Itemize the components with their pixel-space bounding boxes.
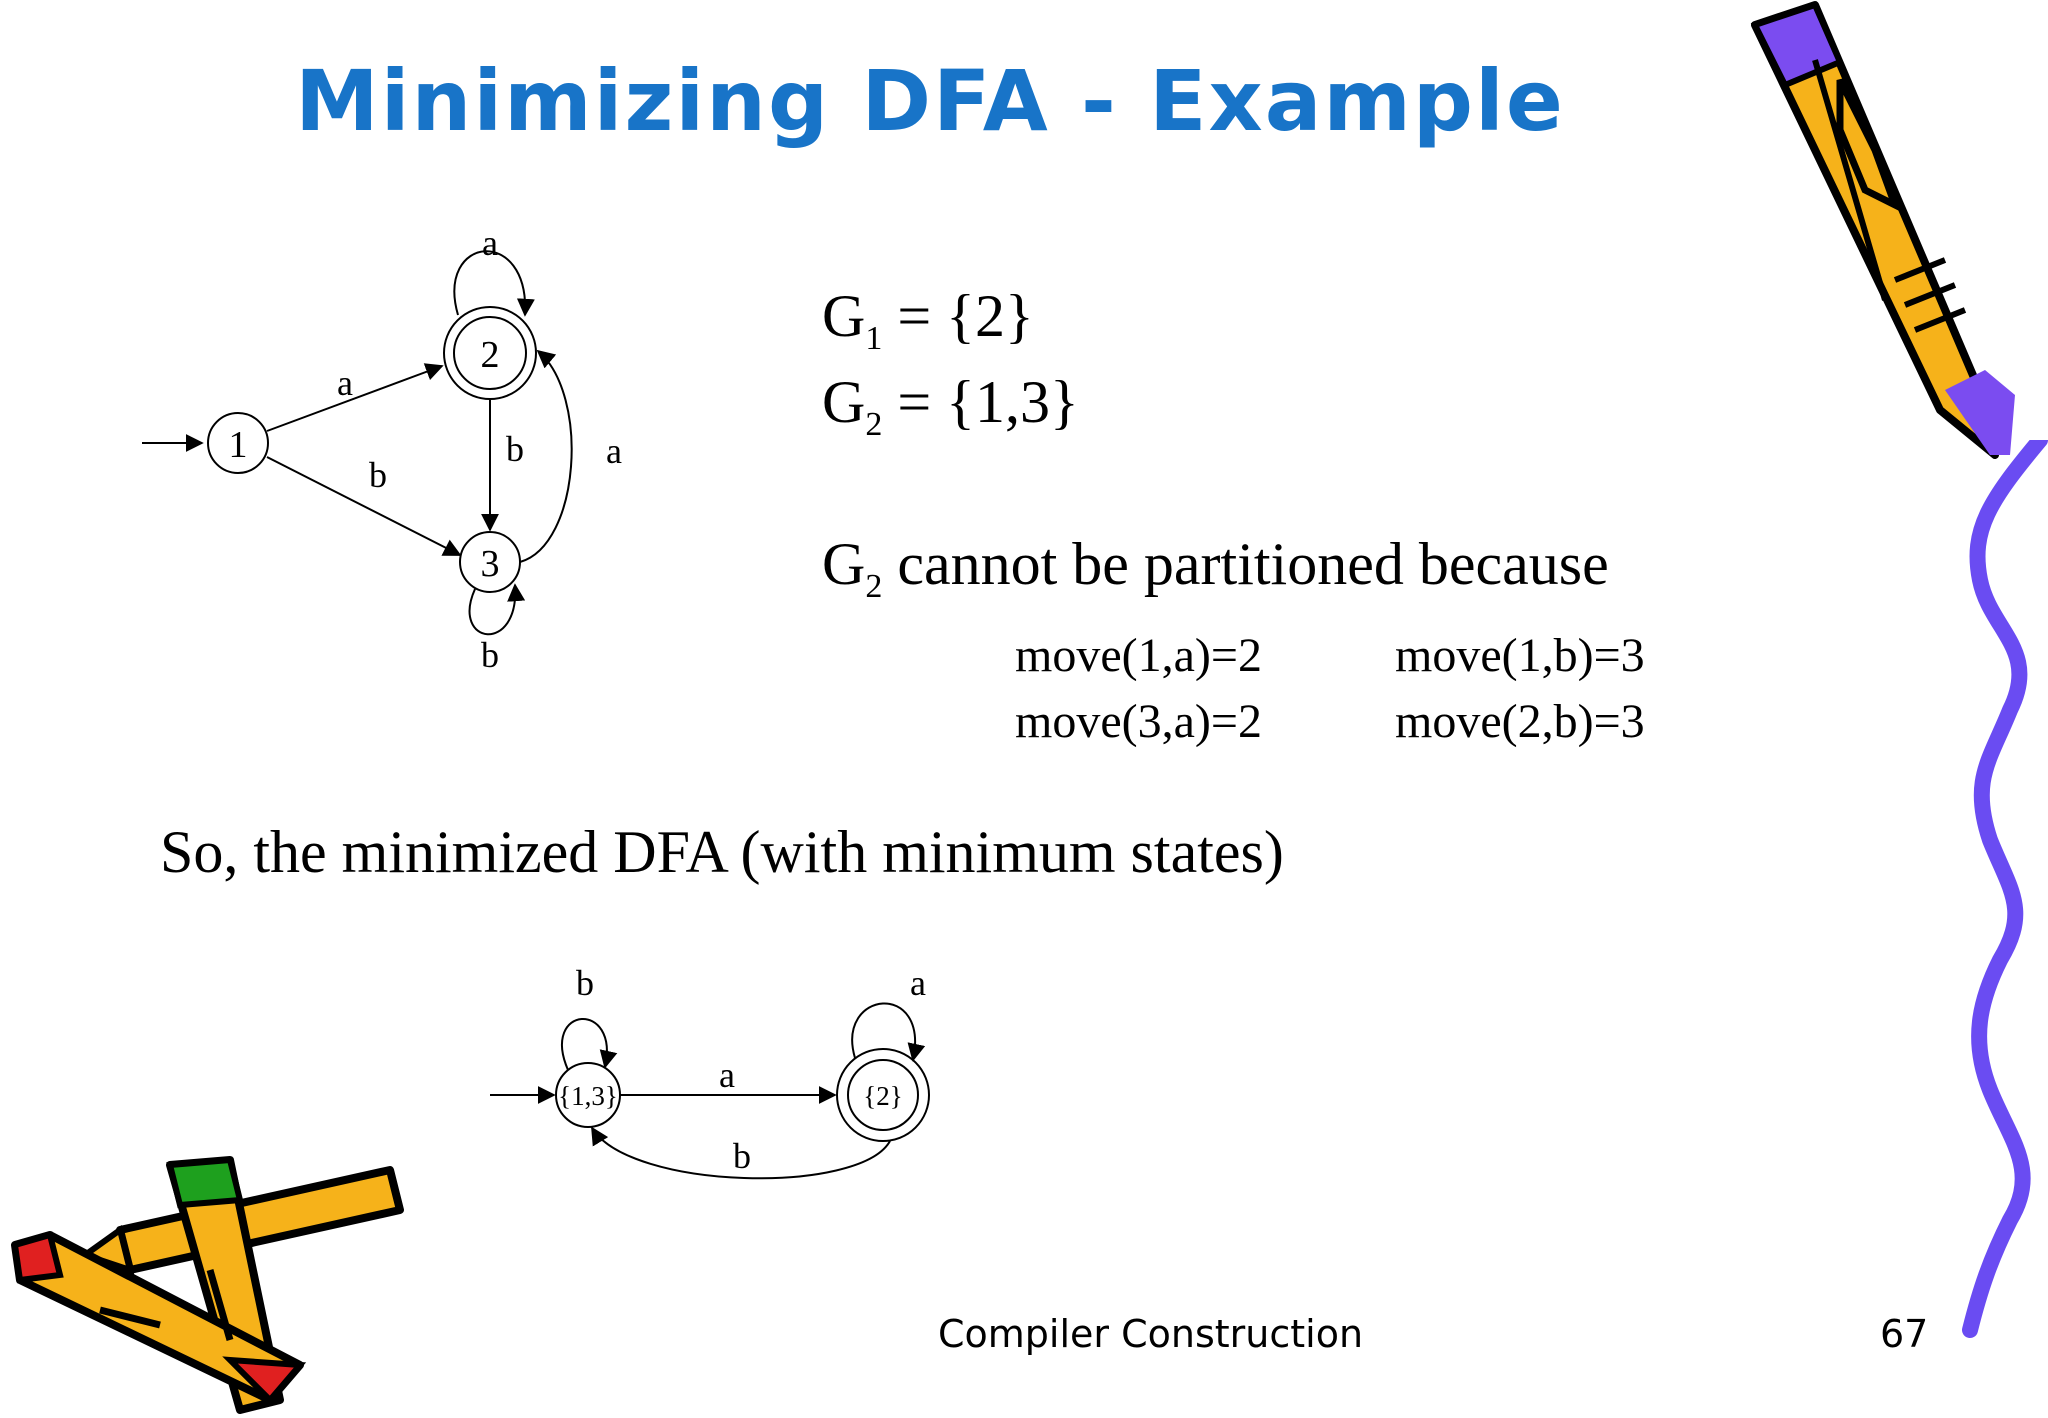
edge-1-3-label: b	[369, 455, 387, 495]
min-edge-13-loop	[561, 1018, 618, 1071]
min-edge-2-loop	[851, 1002, 926, 1062]
move-2b: move(2,b)=3	[1395, 695, 1645, 748]
state-2-label: 2	[481, 334, 500, 376]
min-edge-2-13-label: b	[733, 1136, 751, 1176]
footer-course-name: Compiler Construction	[938, 1312, 1364, 1356]
min-state-13-label: {1,3}	[558, 1081, 618, 1111]
min-edge-13-loop-label: b	[576, 963, 594, 1003]
edge-3-loop	[468, 583, 526, 636]
slide-title: Minimizing DFA - Example	[295, 52, 1565, 150]
edge-1-2-label: a	[337, 363, 353, 403]
min-state-2-label: {2}	[863, 1081, 902, 1111]
state-1-label: 1	[229, 424, 248, 466]
summary-text: So, the minimized DFA (with minimum stat…	[160, 819, 1284, 885]
edge-2-loop	[453, 250, 535, 317]
state-3-label: 3	[481, 543, 500, 585]
min-edge-13-2-label: a	[719, 1055, 735, 1095]
edge-2-3-label: b	[506, 429, 524, 469]
min-edge-2-loop-label: a	[910, 963, 926, 1003]
group-g1: G1 = {2}	[822, 283, 1034, 357]
group-g2: G2 = {1,3}	[822, 369, 1079, 443]
move-1b: move(1,b)=3	[1395, 629, 1645, 682]
min-state-2-outer	[836, 1048, 930, 1142]
move-1a: move(1,a)=2	[1015, 629, 1262, 682]
edge-3-2	[519, 349, 573, 563]
min-edge-2-13	[591, 1126, 891, 1180]
page-number: 67	[1880, 1312, 1929, 1356]
state-1	[207, 412, 269, 474]
edge-2-loop-label: a	[482, 225, 498, 263]
min-state-2-inner	[847, 1059, 919, 1131]
partition-explanation: G2 cannot be partitioned because	[822, 531, 1609, 605]
crossed-pencils-clipart-icon	[11, 1156, 404, 1414]
minimized-dfa-diagram: {1,3} {2} b a a b	[490, 963, 930, 1180]
edge-1-2	[266, 363, 444, 432]
edge-1-3	[266, 456, 462, 556]
state-2-inner	[453, 316, 527, 390]
squiggle-line-icon	[1962, 440, 2048, 1338]
edge-3-loop-label: b	[481, 635, 499, 675]
state-2-outer	[443, 306, 537, 400]
original-dfa-diagram: 1 2 3 a a b b a b	[142, 225, 622, 675]
edge-3-2-label: a	[606, 431, 622, 471]
pencil-clipart-icon	[1750, 1, 2015, 459]
move-3a: move(3,a)=2	[1015, 695, 1262, 748]
